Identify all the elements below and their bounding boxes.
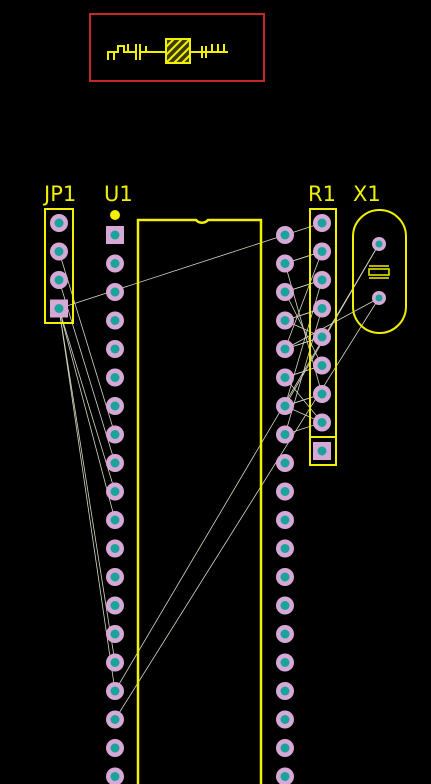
drill-hole (280, 572, 290, 582)
drill-hole (280, 344, 290, 354)
drill-hole (280, 373, 290, 382)
ratsnest-line (58, 308, 116, 692)
drill-hole (280, 544, 290, 553)
drill-hole (110, 344, 120, 354)
drill-hole (280, 629, 290, 639)
drill-hole (110, 373, 120, 382)
drill-hole (110, 430, 120, 439)
title-block (89, 13, 265, 82)
drill-hole (110, 715, 120, 724)
drill-hole (317, 304, 327, 313)
drill-hole (317, 332, 327, 342)
drill-hole (280, 743, 290, 753)
ratsnest-line (284, 251, 323, 350)
drill-hole (317, 361, 327, 370)
ratsnest-line (58, 308, 116, 521)
r1-pads (313, 214, 331, 460)
ratsnest-line (284, 297, 380, 350)
drill-hole (110, 743, 120, 753)
title-block-border (89, 13, 265, 82)
drill-hole (54, 218, 64, 228)
ratsnest-line (284, 263, 323, 395)
jp1-pads (50, 214, 68, 318)
x1-footprint: X1 (352, 182, 407, 334)
ratsnest-line (284, 243, 380, 407)
ratsnest-line (58, 308, 116, 492)
drill-hole (280, 515, 290, 525)
drill-hole (110, 287, 120, 297)
drill-hole (110, 259, 120, 268)
drill-hole (110, 601, 120, 610)
drill-hole (54, 247, 64, 256)
jp1-outline (44, 208, 74, 324)
drill-hole (280, 772, 290, 781)
ratsnest-line (284, 377, 323, 423)
drill-hole (110, 658, 120, 667)
drill-hole (110, 316, 120, 325)
drill-hole (280, 230, 290, 240)
drill-hole (280, 287, 290, 297)
ratsnest-line (114, 297, 380, 720)
x1-pads (372, 237, 386, 305)
drill-hole (317, 247, 327, 256)
drill-hole (54, 275, 64, 285)
drill-hole (280, 458, 290, 468)
drill-hole (110, 629, 120, 639)
ratsnest-line (114, 243, 380, 692)
jp1-footprint: JP1 (42, 182, 76, 324)
drill-hole (280, 316, 290, 325)
drill-hole (280, 401, 290, 411)
drill-hole (110, 515, 120, 525)
ratsnest-line (58, 279, 116, 464)
drill-hole (317, 275, 327, 285)
drill-hole (280, 715, 290, 724)
drill-hole (110, 401, 120, 411)
drill-hole (280, 601, 290, 610)
drill-hole (280, 658, 290, 667)
r1-refdes: R1 (308, 182, 336, 206)
drill-hole (110, 572, 120, 582)
pin1-marker (110, 210, 120, 220)
u1-outline (136, 218, 263, 784)
x1-outline (352, 209, 407, 334)
drill-hole (280, 259, 290, 268)
r1-footprint: R1 (308, 182, 337, 466)
ratsnest-line (58, 234, 286, 309)
drill-hole (110, 487, 120, 496)
drill-hole (54, 304, 64, 313)
r1-outline (309, 208, 337, 466)
drill-hole (317, 418, 327, 427)
drill-hole (280, 430, 290, 439)
drill-hole (110, 544, 120, 553)
ratsnest-line (58, 308, 116, 663)
drill-hole (110, 458, 120, 468)
component-symbol-icon (107, 38, 228, 64)
drill-hole (317, 446, 327, 456)
drill-hole (317, 218, 327, 228)
drill-hole (280, 686, 290, 696)
x1-refdes: X1 (353, 182, 381, 206)
drill-hole (317, 389, 327, 399)
ratsnest-lines (58, 222, 380, 720)
drill-hole (280, 487, 290, 496)
drill-hole (110, 230, 120, 240)
drill-hole (110, 686, 120, 696)
drill-hole (375, 294, 383, 302)
jp1-refdes: JP1 (42, 182, 76, 206)
crystal-icon (368, 265, 390, 279)
drill-hole (375, 240, 383, 248)
u1-footprint: U1 (104, 182, 294, 784)
drill-hole (110, 772, 120, 781)
u1-refdes: U1 (104, 182, 133, 206)
ratsnest-line (58, 251, 116, 435)
u1-pads (106, 226, 294, 784)
